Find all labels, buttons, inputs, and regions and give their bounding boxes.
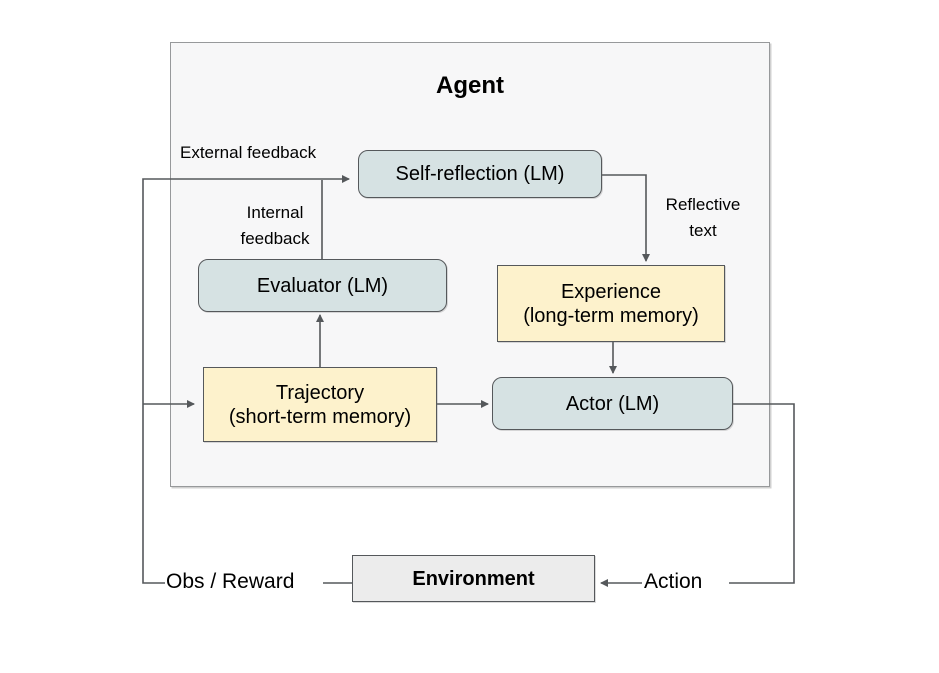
node-self-reflection: Self-reflection (LM) (358, 150, 602, 198)
arrow-self-reflection-to-experience (602, 174, 650, 262)
node-actor: Actor (LM) (492, 377, 733, 430)
node-experience-long-term-memory: Experience (long-term memory) (497, 265, 725, 342)
node-trajectory-short-term-memory: Trajectory (short-term memory) (203, 367, 437, 442)
line-actor-to-action (729, 403, 795, 584)
agent-title: Agent (436, 72, 504, 99)
label-internal-feedback: Internal feedback (240, 203, 310, 248)
label-action: Action (644, 570, 703, 593)
node-evaluator: Evaluator (LM) (198, 259, 447, 312)
label-reflective-text: Reflective text (665, 195, 741, 240)
node-environment: Environment (352, 555, 595, 602)
label-obs-reward: Obs / Reward (166, 570, 295, 593)
label-external-feedback: External feedback (180, 143, 317, 162)
arrow-external-feedback-to-self-reflection (142, 175, 350, 584)
